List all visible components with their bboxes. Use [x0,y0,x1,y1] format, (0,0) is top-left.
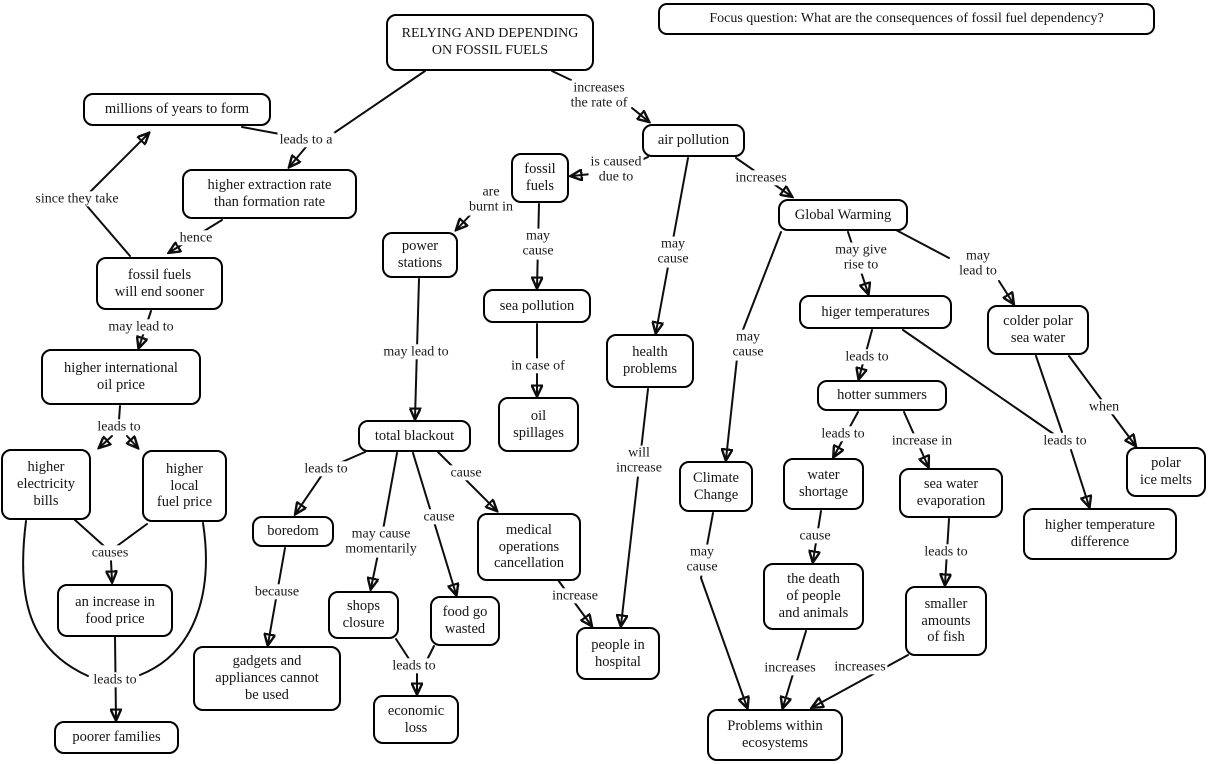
node-intl-oil-price: higher international oil price [41,349,201,405]
edge-relying-to-leadstoa [333,70,426,134]
node-millions-of-years: millions of years to form [83,93,271,126]
link-label-may-lead-to-oil: may lead to [106,319,176,335]
node-shops-closure: shops closure [328,591,399,639]
node-polar-ice-melts: polar ice melts [1126,447,1206,497]
node-problems-ecosystems: Problems within ecosystems [707,709,843,761]
node-power-stations: power stations [382,232,458,278]
link-label-may-lead-blackout: may lead to [381,344,451,360]
edge-mayleadto-to-colder [998,280,1013,303]
link-label-leads-to-boredom: leads to [302,461,350,477]
node-electricity-bills: higher electricity bills [1,449,91,520]
node-smaller-fish: smaller amounts of fish [905,586,987,656]
node-boredom: boredom [252,516,334,547]
edge-causes-to-foodprice [111,560,112,581]
link-label-increases-rate: increases the rate of [568,80,630,112]
edge-endsooner-to-sincetheytake [86,205,131,257]
link-label-increase-in: increase in [889,433,955,449]
edge-colder-to-leadsto-td [1035,355,1063,433]
link-label-since-they-take: since they take [33,191,121,207]
edge-shops-to-leadsto [395,638,412,663]
edge-localfuel-to-causes [116,523,148,547]
focus-question: Focus question: What are the consequence… [658,3,1155,35]
node-economic-loss: economic loss [373,695,459,744]
link-label-may-cause-health: may cause [655,236,691,268]
node-hotter-summers: hotter summers [817,380,947,411]
link-label-increases-fish: increases [832,659,888,675]
node-medical-cancellation: medical operations cancellation [477,513,581,581]
link-label-will-increase: will increase [614,445,664,477]
edge-elecbills-curve-leadsto [22,520,89,677]
node-people-in-hospital: people in hospital [576,627,660,680]
edge-leadstoa-to-extraction [290,146,307,166]
link-label-leads-to-hotter: leads to [843,349,891,365]
link-label-when: when [1086,399,1122,415]
link-label-causes: causes [89,545,131,561]
link-label-may-give-rise: may give rise to [833,242,889,274]
link-label-are-burnt-in: are burnt in [467,184,515,216]
node-global-warming: Global Warming [778,199,908,231]
node-higer-temperatures: higer temperatures [799,295,952,329]
node-sea-pollution: sea pollution [483,289,591,323]
edge-sincetheytake-to-millions [85,134,148,197]
node-sea-water-evaporation: sea water evaporation [899,468,1003,518]
node-death-people-animals: the death of people and animals [763,563,864,630]
link-label-increase-hospital: increase [550,588,600,604]
node-poorer-families: poorer families [54,721,179,754]
link-label-leads-to-fish: leads to [922,544,970,560]
link-label-increases-death: increases [762,660,818,676]
link-label-leads-to-a: leads to a [277,132,335,148]
link-label-leads-to-bills: leads to [95,419,143,435]
link-label-because: because [252,584,302,600]
node-local-fuel-price: higher local fuel price [142,450,227,522]
node-food-go-wasted: food go wasted [430,596,500,646]
node-health-problems: health problems [606,334,694,388]
link-label-leads-to-tempdiff: leads to [1041,433,1089,449]
edge-leadsto-to-tempdiff [1070,449,1089,506]
edge-blackout-cause-medical [437,451,496,510]
node-air-pollution: air pollution [642,124,745,157]
edge-fish-increases-ecosystems [813,654,909,707]
edge-elecbills-to-causes [74,519,105,547]
edge-gw-to-mayleadto [895,229,950,259]
link-label-may-cause-climate: may cause [730,329,766,361]
node-climate-change: Climate Change [679,461,753,512]
link-label-hence: hence [177,230,215,246]
link-label-cause-death: cause [797,528,833,544]
link-label-in-case-of: in case of [509,358,567,374]
link-label-may-cause-sea: may cause [520,228,556,260]
link-label-leads-to-poorer: leads to [91,672,139,688]
node-gadgets-unusable: gadgets and appliances cannot be used [193,646,341,711]
edge-health-willincrease-hospital [621,388,649,625]
link-label-leads-to-water: leads to [819,426,867,442]
edge-relying-to-increasesrate [551,70,572,81]
link-label-momentarily: may cause momentarily [343,526,419,558]
node-total-blackout: total blackout [358,420,471,452]
link-label-cause-medical: cause [448,465,484,481]
link-label-leads-to-economic: leads to [390,658,438,674]
node-relying-on-fossil-fuels: RELYING AND DEPENDING ON FOSSIL FUELS [386,14,594,71]
link-label-may-lead-colder: may lead to [957,248,999,280]
edge-localfuel-curve-leadsto [139,522,207,676]
edge-higertemps-to-leadsto-td [902,329,1059,438]
link-label-cause-foodwasted: cause [421,509,457,525]
edge-oil-to-leadsto [118,405,121,421]
node-temperature-difference: higher temperature difference [1023,508,1177,560]
link-label-increases-gw: increases [733,170,789,186]
link-label-is-caused-due-to: is caused due to [588,154,644,186]
edge-leadsto-to-localfuel [127,435,137,447]
node-fossil-fuels-end-sooner: fossil fuels will end sooner [96,257,223,310]
node-colder-polar-water: colder polar sea water [987,305,1089,355]
node-food-price-increase: an increase in food price [57,584,173,637]
edge-leadsto-to-elecbills [100,435,113,447]
node-oil-spillages: oil spillages [498,397,579,452]
edge-climate-maycause-ecosystems [699,512,747,707]
node-water-shortage: water shortage [783,458,864,510]
node-higher-extraction: higher extraction rate than formation ra… [182,169,357,219]
edge-increasesrate-to-air [631,107,648,121]
edge-blackout-momentarily-shops [371,452,398,588]
node-fossil-fuels: fossil fuels [511,153,569,203]
link-label-may-cause-eco: may cause [684,544,720,576]
